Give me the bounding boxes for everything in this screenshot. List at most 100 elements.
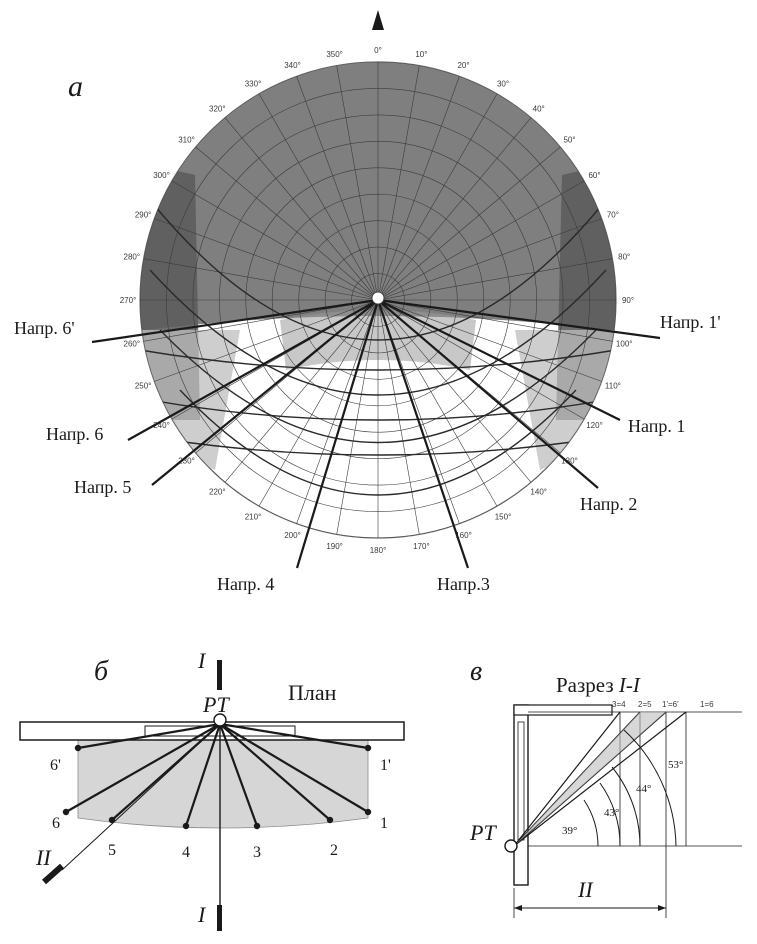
- panel-c: в Разрез I-I: [469, 656, 742, 918]
- plan-point-4: 4: [182, 844, 190, 861]
- azimuth-line: [258, 299, 379, 507]
- azimuth-tick-label: 0°: [374, 46, 382, 55]
- ray-6: [127, 299, 379, 441]
- azimuth-line: [377, 299, 498, 507]
- azimuth-tick-label: 330°: [245, 80, 262, 89]
- azimuth-line: [143, 258, 379, 301]
- angle-44: 44°: [636, 783, 651, 795]
- panel-a-label: а: [68, 70, 83, 103]
- plan-visible-area: [77, 739, 369, 829]
- azimuth-ticks: 350°0°10°20°30°40°50°60°70°80°90°100°110…: [120, 46, 634, 555]
- azimuth-tick-label: 160°: [455, 531, 472, 540]
- ray-1p: [377, 298, 661, 340]
- azimuth-tick-label: 240°: [153, 421, 170, 430]
- panel-c-label: в: [470, 656, 482, 687]
- label-dir-4: Напр. 4: [217, 574, 274, 594]
- ray-1: [377, 299, 621, 421]
- azimuth-line: [377, 299, 585, 420]
- azimuth-line: [377, 299, 420, 535]
- azimuth-tick-label: 350°: [326, 50, 343, 59]
- azimuth-line: [154, 299, 379, 382]
- direction-rays: [91, 298, 661, 569]
- azimuth-tick-label: 250°: [135, 382, 152, 391]
- plan-point-6p: 6': [50, 757, 61, 774]
- plan-point-3: 3: [253, 844, 261, 861]
- azimuth-tick-label: 210°: [245, 513, 262, 522]
- azimuth-line: [224, 117, 379, 301]
- azimuth-line: [377, 65, 420, 301]
- ray-4: [295, 299, 380, 569]
- azimuth-tick-label: 90°: [622, 296, 634, 305]
- point-label-plan: РТ: [202, 692, 230, 717]
- azimuth-line: [143, 299, 379, 342]
- north-arrow-icon: [372, 10, 384, 30]
- azimuth-tick-label: 50°: [563, 135, 575, 144]
- plan-title: План: [288, 680, 337, 705]
- azimuth-line: [336, 65, 379, 301]
- azimuth-tick-label: 310°: [178, 135, 195, 144]
- mark-2-5: 2=5: [638, 700, 652, 709]
- azimuth-line: [154, 218, 379, 301]
- azimuth-tick-label: 290°: [135, 211, 152, 220]
- azimuth-tick-label: 70°: [607, 211, 619, 220]
- dimension-label: II: [577, 877, 594, 902]
- azimuth-tick-label: 230°: [178, 457, 195, 466]
- plan-point-2: 2: [330, 842, 338, 859]
- ray-2: [377, 299, 599, 489]
- plan-rays: [65, 722, 369, 827]
- azimuth-tick-label: 200°: [284, 531, 301, 540]
- panel-a: 350°0°10°20°30°40°50°60°70°80°90°100°110…: [14, 10, 721, 594]
- azimuth-tick-label: 110°: [605, 382, 621, 391]
- azimuth-tick-label: 80°: [618, 253, 630, 262]
- section-label-top: I: [197, 648, 207, 673]
- azimuth-line: [377, 76, 460, 301]
- angle-39: 39°: [562, 825, 577, 837]
- azimuth-tick-label: 150°: [495, 513, 512, 522]
- plan-point-5: 5: [108, 842, 116, 859]
- section-window: [517, 721, 525, 841]
- azimuth-line: [171, 180, 379, 301]
- mark-1-6: 1=6: [700, 700, 714, 709]
- pt-marker-plan: [213, 713, 227, 727]
- point-label-section: РТ: [469, 820, 497, 845]
- azimuth-line: [377, 258, 613, 301]
- azimuth-line: [296, 299, 379, 524]
- azimuth-tick-label: 40°: [533, 105, 545, 114]
- ray-6p: [91, 298, 379, 344]
- panel-b-label: б: [94, 656, 109, 687]
- label-dir-2: Напр. 2: [580, 494, 637, 514]
- azimuth-line: [377, 299, 613, 342]
- ray-5: [151, 299, 379, 486]
- azimuth-line: [258, 93, 379, 301]
- section-mark-top: [217, 660, 222, 690]
- panel-b: б I РТ План I II: [19, 648, 405, 931]
- azimuth-line: [377, 117, 532, 301]
- azimuth-tick-label: 280°: [124, 253, 141, 262]
- azimuth-tick-label: 270°: [120, 296, 137, 305]
- azimuth-tick-label: 260°: [124, 339, 141, 348]
- azimuth-tick-label: 20°: [457, 61, 469, 70]
- angle-53: 53°: [668, 759, 683, 771]
- azimuth-line: [296, 76, 379, 301]
- azimuth-tick-label: 30°: [497, 80, 509, 89]
- plan-point-6: 6: [52, 815, 60, 832]
- azimuth-line: [377, 180, 585, 301]
- azimuth-tick-label: 140°: [530, 488, 547, 497]
- label-dir-5: Напр. 5: [74, 477, 131, 497]
- section-lintel: [513, 704, 613, 716]
- azimuth-tick-label: 220°: [209, 488, 226, 497]
- section-mark-bottom: [217, 905, 222, 931]
- sun-path-arcs: [140, 199, 616, 496]
- ray-3: [376, 299, 470, 569]
- azimuth-tick-label: 130°: [561, 457, 578, 466]
- azimuth-tick-label: 340°: [284, 61, 301, 70]
- plan-point-1: 1: [380, 815, 388, 832]
- azimuth-tick-label: 300°: [153, 171, 170, 180]
- mark-1p-6p: 1'=6': [662, 700, 679, 709]
- mark-3-4: 3=4: [612, 700, 626, 709]
- azimuth-line: [195, 146, 379, 301]
- azimuth-line: [377, 299, 602, 382]
- azimuth-tick-label: 60°: [588, 171, 600, 180]
- section-label-bottom: I: [197, 902, 207, 927]
